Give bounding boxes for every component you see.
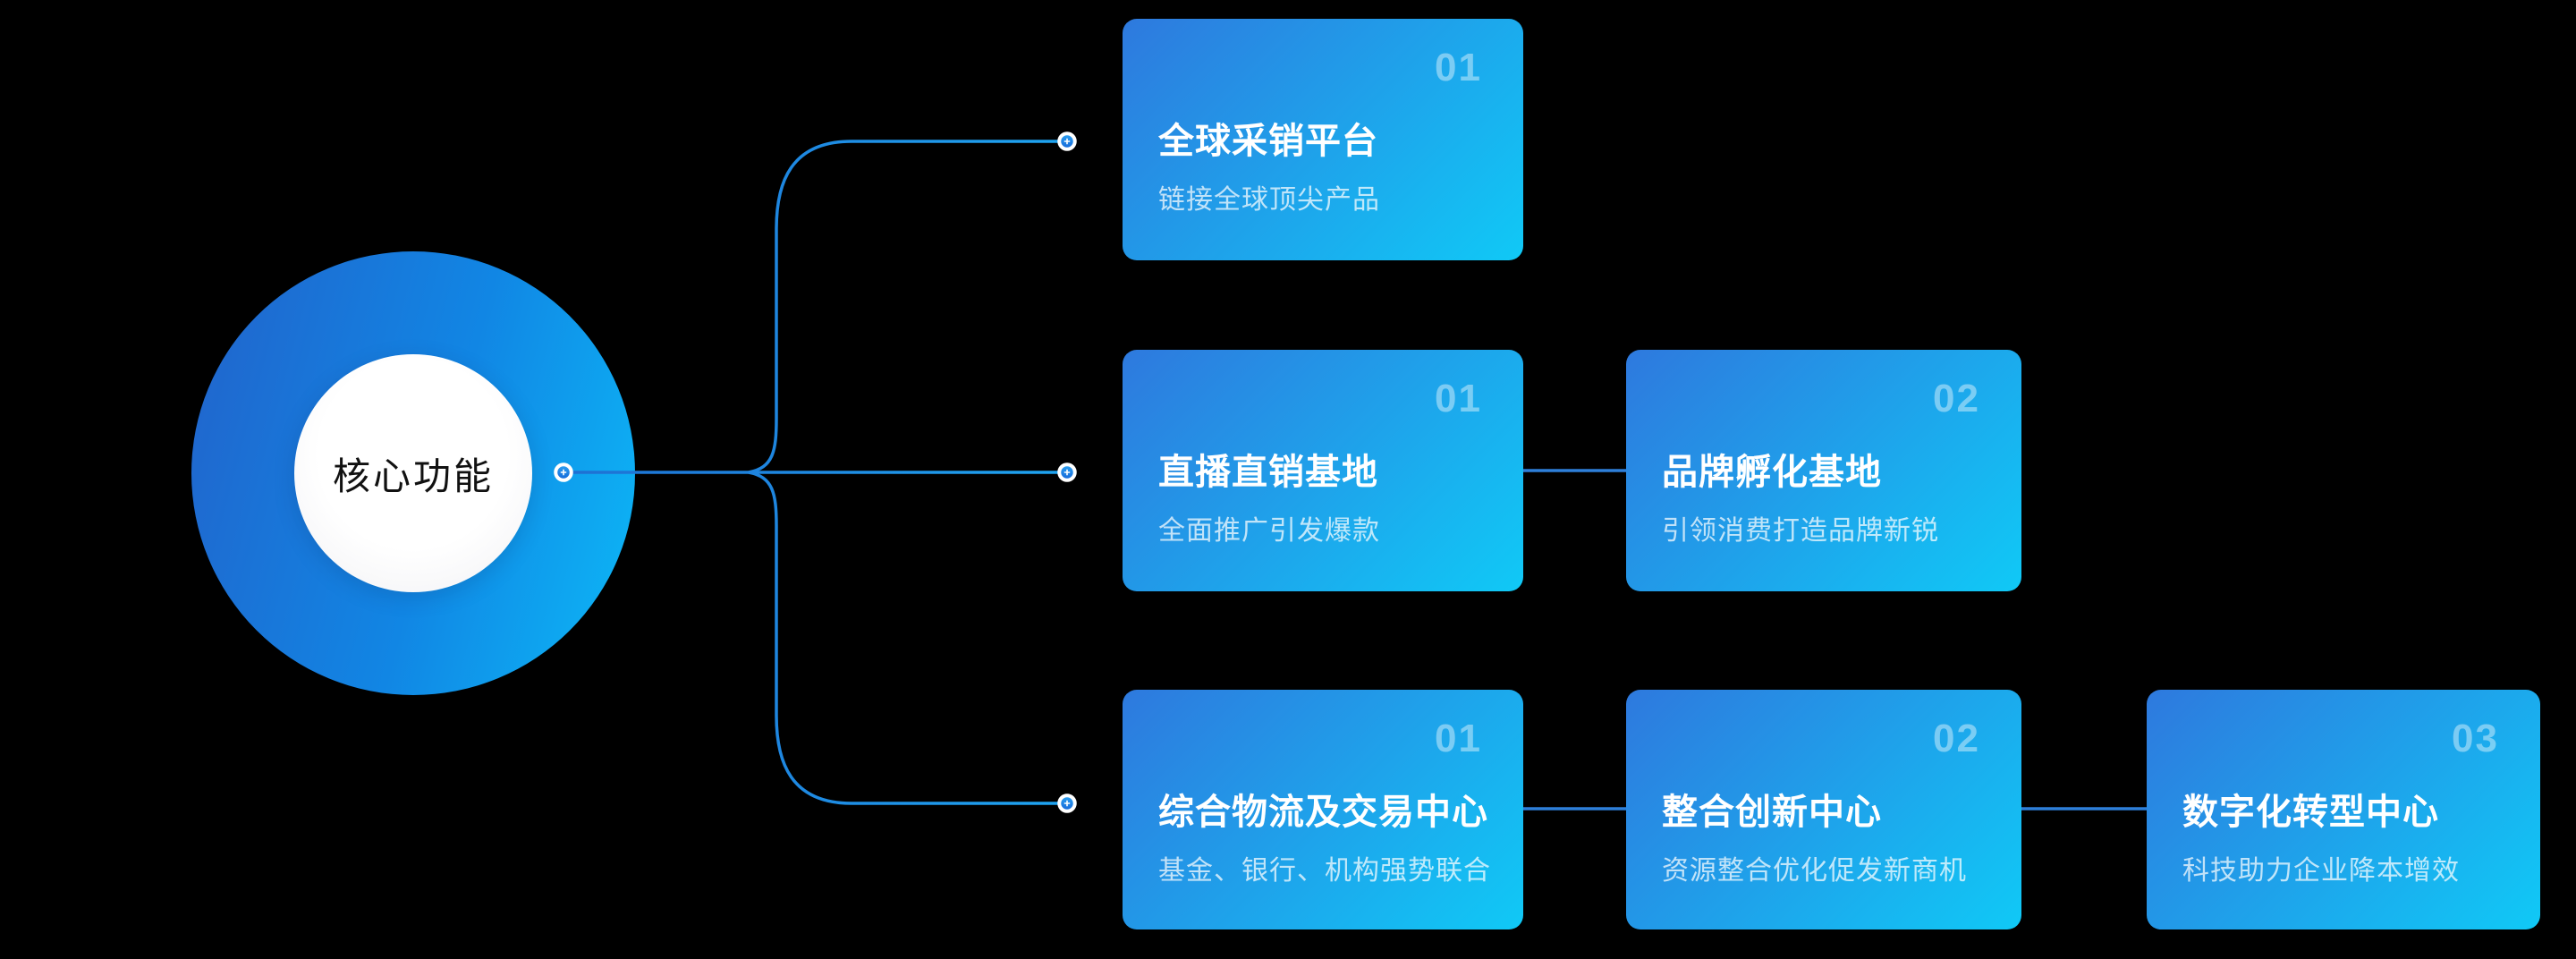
card-title: 数字化转型中心 (2182, 793, 2439, 832)
card-digital-transformation-center: 03 数字化转型中心 科技助力企业降本增效 (2147, 690, 2540, 929)
card-subtitle: 引领消费打造品牌新锐 (1662, 516, 1939, 546)
hub-circle: 核心功能 (191, 251, 635, 695)
hub-inner-circle: 核心功能 (294, 354, 532, 592)
card-number: 02 (1933, 377, 1980, 420)
card-logistics-trade-center: 01 综合物流及交易中心 基金、银行、机构强势联合 (1123, 690, 1523, 929)
node-dot-row3-icon (1057, 794, 1077, 813)
branch-line-row1 (748, 140, 1060, 474)
card-number: 01 (1435, 377, 1482, 420)
card-subtitle: 全面推广引发爆款 (1158, 516, 1380, 546)
node-dot-row1-icon (1057, 132, 1077, 151)
card-subtitle: 链接全球顶尖产品 (1158, 185, 1380, 215)
card-integration-innovation-center: 02 整合创新中心 资源整合优化促发新商机 (1626, 690, 2021, 929)
card-live-direct-sales-base: 01 直播直销基地 全面推广引发爆款 (1123, 350, 1523, 591)
card-global-procurement-platform: 01 全球采销平台 链接全球顶尖产品 (1123, 19, 1523, 260)
card-title: 直播直销基地 (1158, 453, 1378, 492)
card-title: 整合创新中心 (1662, 793, 1882, 832)
branch-line-row3 (748, 471, 1060, 805)
card-title: 综合物流及交易中心 (1158, 793, 1488, 832)
card-title: 全球采销平台 (1158, 122, 1378, 161)
card-number: 01 (1435, 46, 1482, 89)
node-dot-row2-icon (1057, 463, 1077, 482)
card-brand-incubation-base: 02 品牌孵化基地 引领消费打造品牌新锐 (1626, 350, 2021, 591)
card-number: 02 (1933, 717, 1980, 760)
card-subtitle: 基金、银行、机构强势联合 (1158, 856, 1491, 886)
card-title: 品牌孵化基地 (1662, 453, 1882, 492)
hub-label: 核心功能 (332, 454, 494, 497)
card-number: 01 (1435, 717, 1482, 760)
card-subtitle: 资源整合优化促发新商机 (1662, 856, 1967, 886)
card-number: 03 (2452, 717, 2499, 760)
card-subtitle: 科技助力企业降本增效 (2182, 856, 2460, 886)
